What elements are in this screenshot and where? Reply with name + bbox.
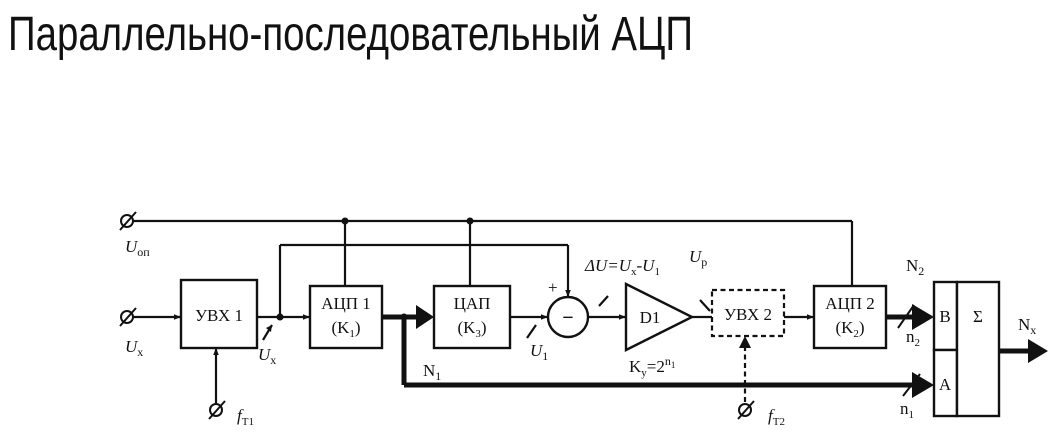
- f-t2-terminal-icon: [737, 400, 755, 420]
- n1-width-label: n1: [900, 399, 914, 421]
- u-ref-label: Uоп: [125, 237, 150, 259]
- n1-bus-label: N1: [423, 361, 441, 383]
- dac-coefficient: (K3): [457, 318, 486, 340]
- summator-label: Σ: [973, 307, 983, 326]
- adc-2-coefficient: (K2): [835, 318, 864, 340]
- minus-sign: −: [562, 307, 573, 329]
- register-b-label: B: [939, 307, 950, 326]
- adc-2-name: АЦП 2: [825, 294, 875, 313]
- delta-u-pointer: [598, 295, 609, 307]
- u-ref-terminal-icon: [119, 211, 137, 231]
- u-p-pointer: [699, 299, 711, 312]
- slide-title: Параллельно-последовательный АЦП: [8, 8, 694, 61]
- sample-hold-2-block: [710, 288, 786, 338]
- nx-output-label: Nx: [1018, 315, 1036, 337]
- dac-name: ЦАП: [454, 294, 491, 313]
- amplifier-d1: [624, 282, 695, 352]
- summator-block: [955, 280, 1001, 418]
- gain-label: Ky=2n1: [629, 354, 675, 379]
- adc-1-coefficient: (K1): [331, 318, 360, 340]
- n2-width-label: n2: [906, 327, 920, 349]
- register-a-label: A: [939, 375, 952, 394]
- sample-hold-1-block: [179, 278, 259, 350]
- u1-pointer: [526, 324, 537, 339]
- n2-bus: [886, 304, 934, 330]
- sample-hold-1-label: УВХ 1: [195, 306, 243, 325]
- f-t2-arrowhead: [739, 336, 751, 348]
- ux-distribution-wires: [257, 243, 571, 341]
- u-x-node-label: Ux: [258, 345, 276, 367]
- u-x-input-label: Ux: [125, 337, 143, 359]
- delta-u-label: ΔU=Ux-U1: [584, 256, 660, 278]
- adc-1-name: АЦП 1: [321, 294, 371, 313]
- amplifier-label: D1: [640, 308, 661, 327]
- sample-hold-2-label: УВХ 2: [724, 305, 772, 324]
- u1-label: U1: [530, 341, 548, 363]
- nx-output-bus: [999, 339, 1048, 363]
- f-t1-label: fT1: [237, 406, 254, 428]
- plus-sign: +: [548, 278, 558, 297]
- u-p-label: Up: [689, 247, 707, 269]
- adc-1-block: [308, 284, 384, 350]
- n2-bus-label: N2: [906, 256, 924, 278]
- f-t2-label: fT2: [768, 406, 785, 428]
- reference-voltage-line: [127, 217, 854, 286]
- n1-bus: [382, 305, 934, 398]
